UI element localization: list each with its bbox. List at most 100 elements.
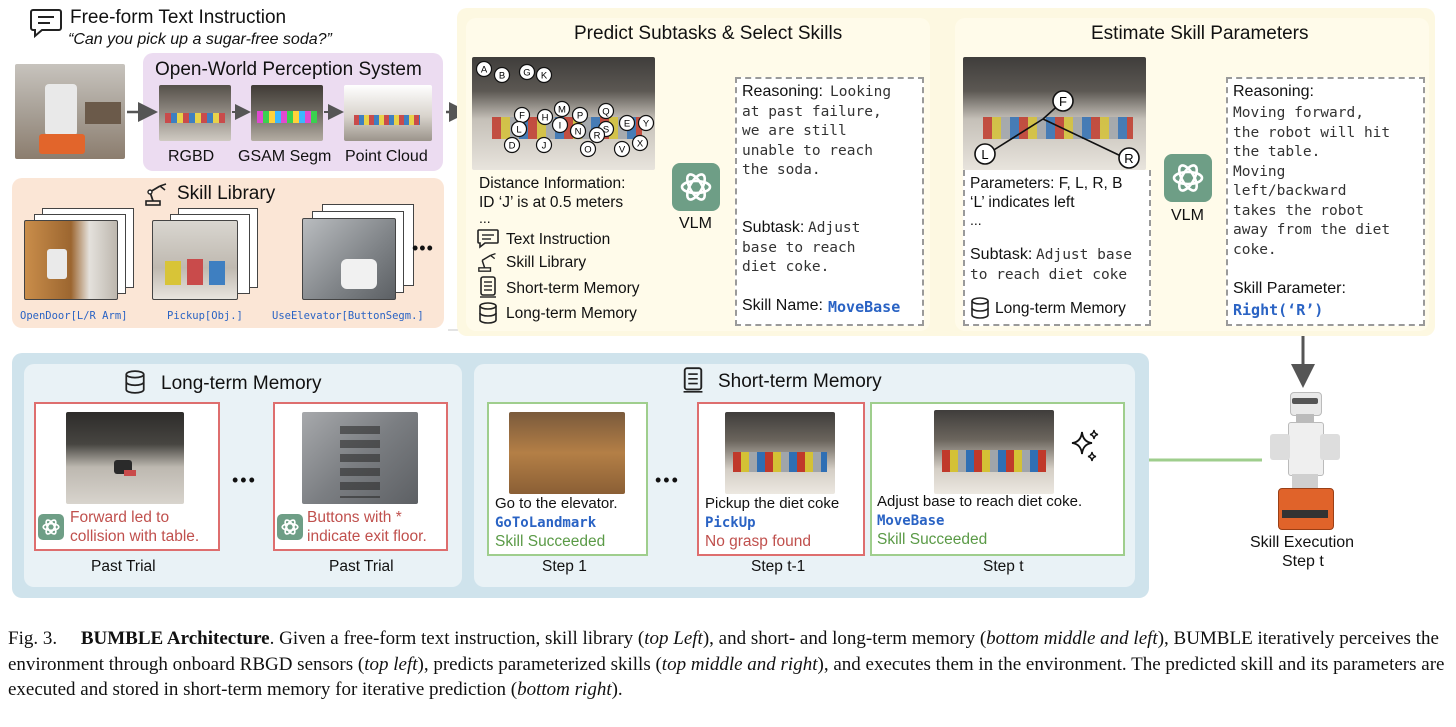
long-term-title: Long-term Memory (161, 373, 322, 394)
predict-title: Predict Subtasks & Select Skills (574, 23, 843, 44)
marker-q: Q (597, 102, 615, 120)
dir-label-f: F (1059, 94, 1067, 109)
rgbd-image (159, 85, 231, 141)
step-desc-1: Go to the elevator. (495, 495, 618, 512)
caption-bold: BUMBLE Architecture (80, 628, 270, 649)
past-trial-label-1: Past Trial (91, 558, 156, 575)
svg-text:G: G (523, 68, 530, 79)
estimate-ellipsis: ... (970, 212, 982, 228)
predict-skill-name-label: Skill Name: (742, 297, 823, 314)
step-label-t: Step t (983, 558, 1024, 575)
past-trial-card-2: Buttons with * indicate exit floor. (273, 402, 448, 551)
execution-line1: Skill Execution (1250, 534, 1355, 551)
perception-title: Open-World Perception System (155, 59, 422, 80)
estimate-subtask-label: Subtask: (970, 246, 1033, 263)
marker-k: K (535, 66, 553, 84)
step-card-1: Go to the elevator. GoToLandmark Skill S… (487, 402, 648, 556)
distance-value: ID ‘J’ is at 0.5 meters (479, 194, 624, 211)
svg-text:A: A (481, 65, 488, 76)
marker-p: P (571, 106, 589, 124)
marker-e: E (618, 114, 636, 132)
svg-text:M: M (558, 105, 566, 116)
marker-n: N (569, 122, 587, 140)
marker-o: O (579, 140, 597, 158)
marker-x: X (631, 134, 649, 152)
marker-y: Y (637, 114, 655, 132)
past-trial-label-2: Past Trial (329, 558, 394, 575)
svg-text:V: V (619, 145, 626, 156)
execution-line2: Step t (1282, 553, 1324, 570)
svg-text:B: B (499, 71, 505, 82)
svg-text:N: N (575, 127, 582, 138)
step-skill-1: GoToLandmark (495, 515, 597, 531)
step-status-t: Skill Succeeded (877, 531, 988, 548)
sparkle-icon (1071, 429, 1099, 462)
past-trial-text-2: Buttons with * indicate exit floor. (307, 509, 427, 545)
marker-f: F (513, 106, 531, 124)
predict-reasoning-text: Looking at past failure, we are still un… (742, 84, 892, 178)
input-skill-library: Skill Library (506, 254, 587, 271)
openai-icon (680, 173, 712, 201)
svg-text:P: P (577, 111, 583, 122)
past-trial-card-1: Forward led to collision with table. (34, 402, 220, 551)
estimate-reasoning-text: Moving forward, the robot will hit the t… (1233, 105, 1391, 258)
dir-label-l: L (981, 147, 988, 162)
marker-d: D (503, 136, 521, 154)
past-trial-text-1: Forward led to collision with table. (70, 509, 200, 545)
step-label-1: Step 1 (542, 558, 587, 575)
openai-icon (277, 514, 303, 540)
marker-r: R (588, 126, 606, 144)
skill-label-opendoor: OpenDoor[L/R Arm] (20, 310, 128, 322)
predict-skill-name: MoveBase (828, 298, 901, 316)
skill-label-pickup: Pickup[Obj.] (167, 310, 243, 322)
estimate-reasoning-box (1226, 77, 1425, 326)
instruction-title: Free-form Text Instruction (70, 7, 287, 28)
estimate-title: Estimate Skill Parameters (1091, 23, 1309, 44)
estimate-memory: Long-term Memory (995, 300, 1126, 317)
marker-b: B (493, 66, 511, 84)
step-desc-t: Adjust base to reach diet coke. (877, 493, 1083, 510)
skill-library-panel: Skill Library ••• OpenDoor[L/R Arm] Pick… (12, 178, 444, 328)
estimate-params-label: Parameters: F, L, R, B (970, 175, 1123, 192)
database-icon (125, 370, 145, 394)
chat-icon (30, 9, 62, 39)
input-short-term-memory: Short-term Memory (506, 280, 640, 297)
short-term-memory-icon (480, 276, 496, 298)
perception-panel: Open-World Perception System RGBD GSAM S… (143, 53, 443, 171)
short-term-dots: ••• (655, 470, 680, 490)
step-desc-t-1: Pickup the diet coke (705, 495, 840, 512)
marker-a: A (475, 60, 493, 78)
skill-label-elevator: UseElevator[ButtonSegm.] (272, 310, 424, 322)
svg-text:F: F (519, 111, 525, 122)
input-long-term-memory: Long-term Memory (506, 305, 637, 322)
point-cloud-image (344, 85, 432, 141)
step-card-t: Adjust base to reach diet coke. MoveBase… (870, 402, 1125, 556)
robot-arm-icon (145, 183, 167, 206)
marker-v: V (613, 140, 631, 158)
step-label-t-1: Step t-1 (751, 558, 806, 575)
step-status-1: Skill Succeeded (495, 533, 606, 550)
short-term-memory-icon (683, 367, 703, 393)
step-skill-t-1: PickUp (705, 515, 756, 531)
estimate-param-label: Skill Parameter: (1233, 280, 1346, 297)
svg-text:K: K (541, 71, 548, 82)
marker-m: M (553, 100, 571, 118)
robot-illustration (1262, 392, 1348, 530)
marker-j: J (535, 136, 553, 154)
instruction-quote: “Can you pick up a sugar-free soda?” (68, 31, 332, 48)
skill-more-dots: ••• (412, 238, 434, 258)
predict-reasoning-label: Reasoning: (742, 83, 823, 100)
perception-label-gsam: GSAM Segm (238, 148, 332, 165)
estimate-param-value: Right(‘R’) (1233, 301, 1324, 319)
short-term-title: Short-term Memory (718, 371, 882, 392)
database-icon (479, 302, 497, 324)
step-status-t-1: No grasp found (705, 533, 811, 550)
estimate-params-note: ‘L’ indicates left (970, 194, 1075, 211)
vlm-label-1: VLM (679, 215, 712, 232)
svg-text:S: S (603, 125, 609, 136)
estimate-subtask-text: Adjust base to reach diet coke (970, 247, 1133, 283)
long-term-dots: ••• (232, 470, 257, 490)
marker-h: H (536, 108, 554, 126)
skill-library-icon (478, 253, 496, 272)
estimate-reasoning-label: Reasoning: (1233, 83, 1314, 100)
